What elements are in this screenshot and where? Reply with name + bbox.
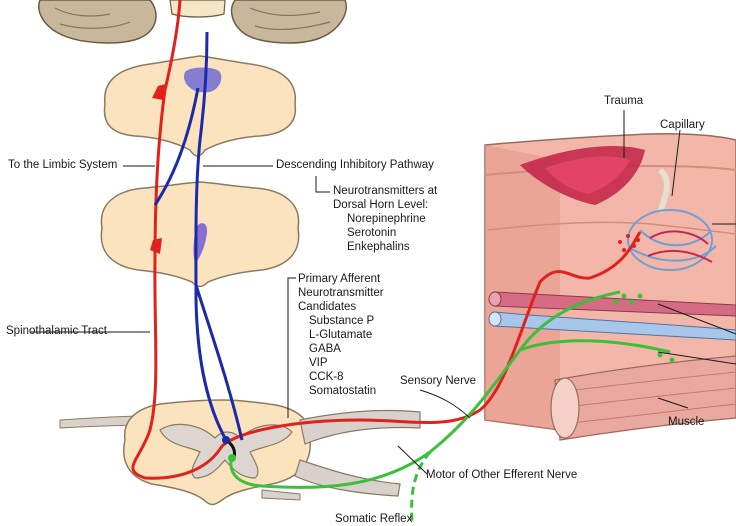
spinal-cord-section-lower: [60, 400, 420, 505]
afferent-item-cck8: CCK-8: [298, 370, 384, 384]
dorsal-heading-line-2: Dorsal Horn Level:: [333, 198, 437, 212]
afferent-item-somatostatin: Somatostatin: [298, 384, 384, 398]
tissue-block-illustration: [485, 134, 736, 440]
trauma-label: Trauma: [604, 96, 643, 108]
afferent-item-gaba: GABA: [298, 342, 384, 356]
afferent-heading-line-3: Candidates: [298, 300, 384, 314]
capillary-label: Capillary: [660, 120, 705, 132]
primary-afferent-candidates: Primary Afferent Neurotransmitter Candid…: [298, 272, 384, 398]
dorsal-item-serotonin: Serotonin: [333, 226, 437, 240]
brain-illustration: [39, 0, 346, 43]
limbic-system-label: To the Limbic System: [8, 160, 117, 172]
dorsal-horn-neurotransmitters: Neurotransmitters at Dorsal Horn Level: …: [333, 184, 437, 254]
sensory-nerve-label: Sensory Nerve: [400, 376, 476, 388]
spinothalamic-tract-label: Spinothalamic Tract: [6, 326, 107, 338]
afferent-heading-line-1: Primary Afferent: [298, 272, 384, 286]
descending-pathway-label: Descending Inhibitory Pathway: [276, 160, 434, 172]
dorsal-item-enkephalins: Enkephalins: [333, 240, 437, 254]
muscle-label: Muscle: [668, 417, 704, 429]
somatic-reflex-label: Somatic Reflex: [335, 514, 412, 526]
motor-nerve-label: Motor of Other Efferent Nerve: [426, 470, 577, 482]
afferent-item-substance-p: Substance P: [298, 314, 384, 328]
afferent-item-glutamate: L-Glutamate: [298, 328, 384, 342]
afferent-item-vip: VIP: [298, 356, 384, 370]
dorsal-heading-line-1: Neurotransmitters at: [333, 184, 437, 198]
spinal-cord-section-middle: [101, 182, 298, 287]
afferent-heading-line-2: Neurotransmitter: [298, 286, 384, 300]
dorsal-item-norepinephrine: Norepinephrine: [333, 212, 437, 226]
